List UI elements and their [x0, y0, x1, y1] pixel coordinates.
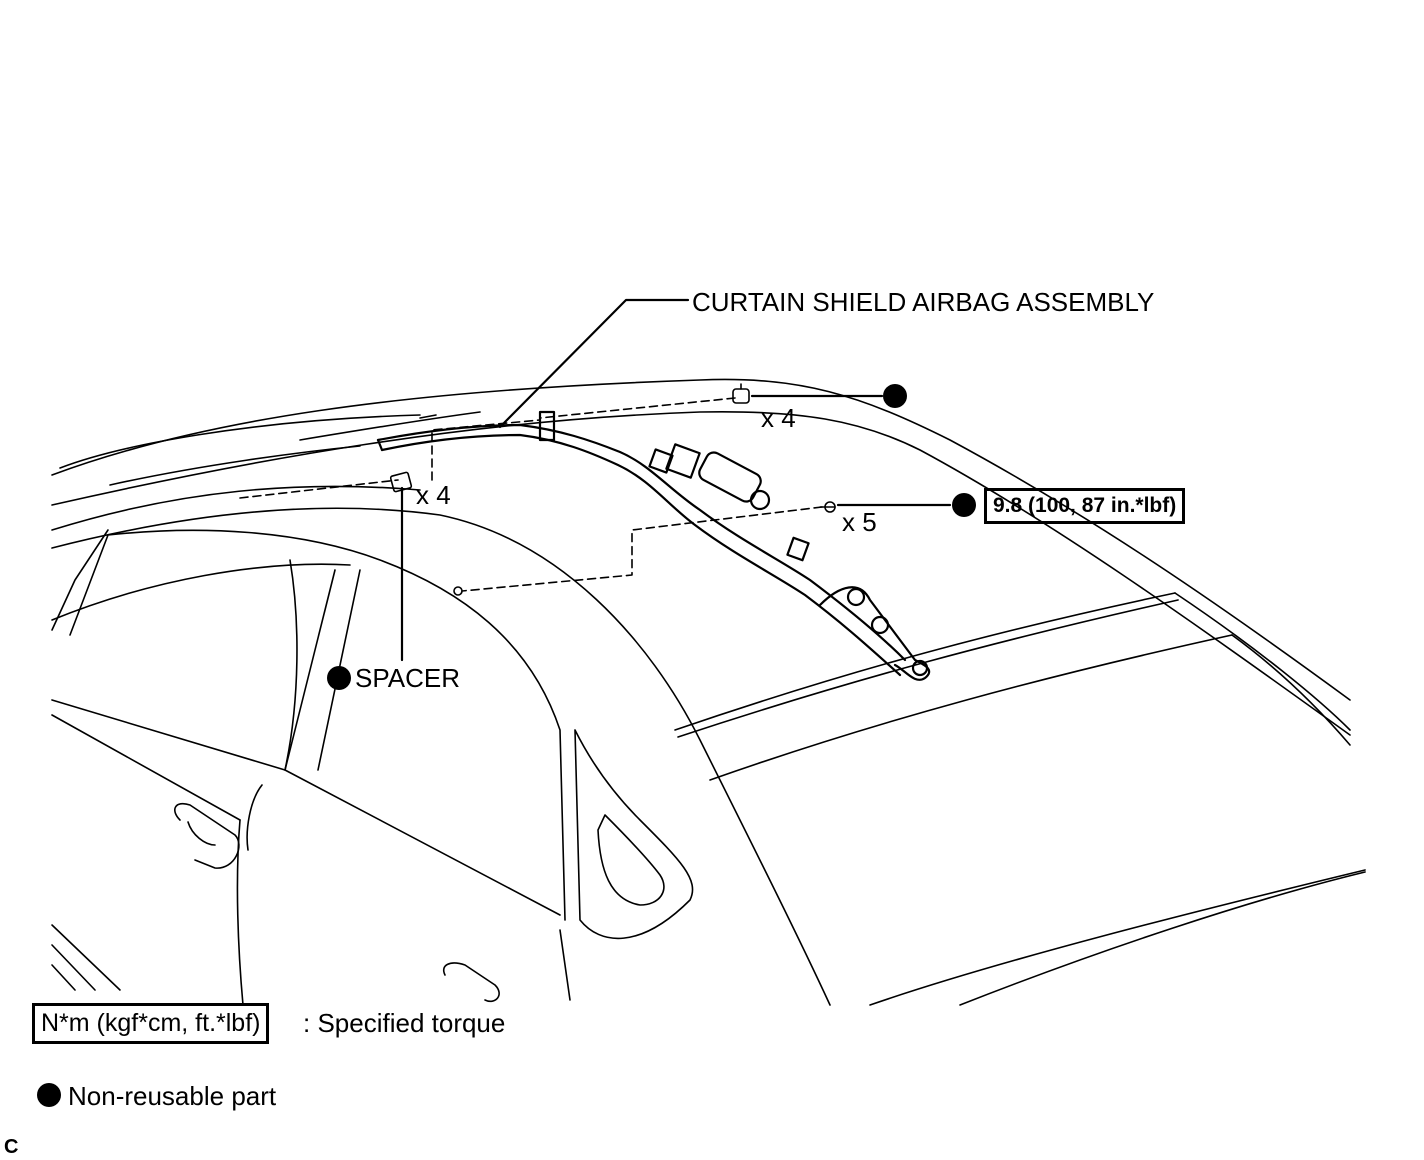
bolt-part: [453, 501, 836, 596]
bolt-quantity-label: x 5: [842, 507, 877, 537]
non-reusable-marker-bolt: [952, 493, 976, 517]
car-body-outline: [51, 378, 1366, 1006]
non-reusable-legend-marker: [37, 1083, 61, 1107]
non-reusable-marker-clip: [883, 384, 907, 408]
clip-part: [732, 383, 750, 404]
spacer-label: SPACER: [355, 663, 460, 693]
curtain-airbag-assembly: [376, 410, 931, 681]
clip-quantity-label: x 4: [761, 403, 796, 433]
spacer-quantity-label: x 4: [416, 480, 451, 510]
airbag-assembly-label: CURTAIN SHIELD AIRBAG ASSEMBLY: [692, 287, 1155, 317]
torque-legend-desc: : Specified torque: [303, 1008, 506, 1038]
non-reusable-marker-spacer: [327, 666, 351, 690]
torque-legend-box: N*m (kgf*cm, ft.*lbf): [32, 1003, 270, 1044]
bolt-torque-spec: 9.8 (100, 87 in.*lbf): [984, 488, 1186, 524]
figure-id: C: [4, 1136, 19, 1158]
non-reusable-legend-text: Non-reusable part: [68, 1081, 277, 1111]
leader-lines: [400, 298, 952, 662]
